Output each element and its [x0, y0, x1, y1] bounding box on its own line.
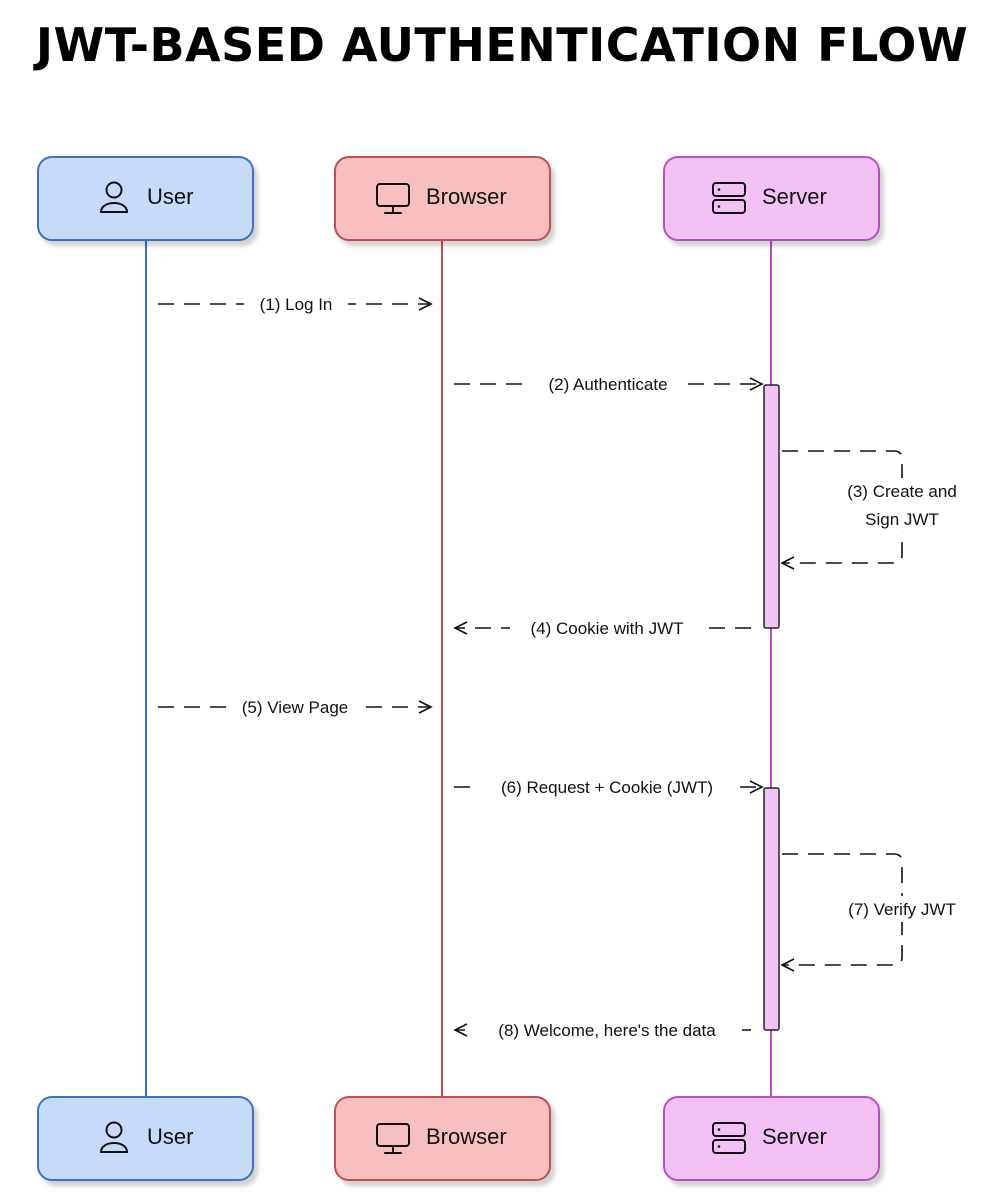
message-6: (6) Request + Cookie (JWT) [454, 775, 764, 799]
message-2-label: (2) Authenticate [548, 375, 667, 394]
server-activation-bar [763, 384, 780, 629]
message-6-label: (6) Request + Cookie (JWT) [501, 778, 713, 797]
message-5: (5) View Page [158, 695, 433, 719]
actor-label-user: User [147, 1124, 193, 1149]
monitor-icon [376, 1123, 410, 1154]
message-5-label: (5) View Page [242, 698, 348, 717]
message-4-label: (4) Cookie with JWT [530, 619, 683, 638]
message-3: (3) Create and Sign JWT [780, 450, 970, 570]
message-3-label-line2: Sign JWT [865, 510, 939, 529]
actor-user-bottom: User [37, 1096, 254, 1181]
message-2: (2) Authenticate [454, 372, 764, 396]
message-7-label: (7) Verify JWT [848, 900, 956, 919]
actor-label-browser: Browser [426, 184, 507, 209]
server-icon [712, 182, 746, 214]
actor-label-server: Server [762, 1124, 827, 1149]
message-1: (1) Log In [158, 292, 433, 316]
user-icon [99, 181, 129, 213]
message-4: (4) Cookie with JWT [453, 616, 751, 640]
actor-label-server: Server [762, 184, 827, 209]
actor-browser-bottom: Browser [334, 1096, 551, 1181]
message-1-label: (1) Log In [260, 295, 333, 314]
actor-server-bottom: Server [663, 1096, 880, 1181]
message-3-label: (3) Create and [847, 482, 957, 501]
actor-label-browser: Browser [426, 1124, 507, 1149]
actor-server-top: Server [663, 156, 880, 241]
message-8-label: (8) Welcome, here's the data [498, 1021, 716, 1040]
actor-browser-top: Browser [334, 156, 551, 241]
server-activation-bar [763, 787, 780, 1031]
server-icon [712, 1122, 746, 1154]
actor-user-top: User [37, 156, 254, 241]
diagram-title: JWT-BASED AUTHENTICATION FLOW [35, 18, 969, 72]
message-8: (8) Welcome, here's the data [453, 1018, 751, 1042]
monitor-icon [376, 183, 410, 214]
message-7: (7) Verify JWT [780, 853, 970, 972]
user-icon [99, 1121, 129, 1153]
actor-label-user: User [147, 184, 193, 209]
